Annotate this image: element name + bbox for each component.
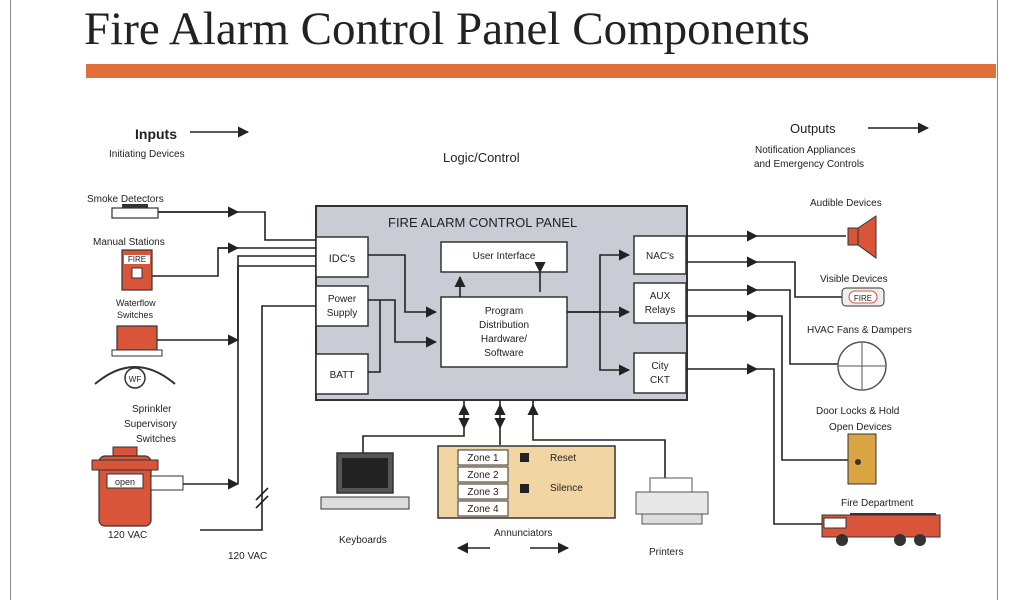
sprinkler-label-line2: Supervisory bbox=[124, 419, 177, 430]
waterflow-label-line2: Switches bbox=[117, 310, 154, 320]
nac-box bbox=[633, 235, 687, 275]
inputs-heading: Inputs bbox=[135, 126, 177, 142]
title-underline-bar bbox=[86, 64, 996, 78]
city-circuit-label-line2: CKT bbox=[650, 375, 670, 386]
silence-label: Silence bbox=[550, 483, 583, 494]
smoke-detectors-label: Smoke Detectors bbox=[87, 194, 164, 205]
computer-terminal-icon bbox=[320, 452, 410, 510]
outputs-subheading-line2: and Emergency Controls bbox=[754, 159, 864, 170]
strobe-light-icon bbox=[841, 287, 885, 307]
hvac-label: HVAC Fans & Dampers bbox=[807, 325, 912, 336]
user-interface-box bbox=[440, 241, 568, 273]
waterflow-switch-icon bbox=[94, 325, 176, 389]
outputs-heading: Outputs bbox=[790, 121, 836, 136]
left-page-edge bbox=[10, 0, 11, 600]
idc-label: IDC's bbox=[329, 253, 356, 265]
reset-indicator-icon bbox=[520, 453, 529, 462]
reset-label: Reset bbox=[550, 453, 576, 464]
nac-label: NAC's bbox=[646, 251, 674, 262]
horn-icon bbox=[847, 215, 877, 259]
wf-tag-label: WF bbox=[129, 375, 142, 384]
door-locks-label-line2: Open Devices bbox=[829, 422, 892, 433]
output-wiring bbox=[686, 230, 848, 525]
open-tag-label: open bbox=[115, 477, 135, 487]
input-wiring bbox=[152, 206, 316, 531]
door-lock-icon bbox=[847, 433, 877, 485]
sprinkler-label-line1: Sprinkler bbox=[132, 404, 172, 415]
zone-4-label: Zone 4 bbox=[467, 504, 499, 515]
power-supply-label-line1: Power bbox=[328, 294, 357, 305]
aux-relays-box bbox=[633, 282, 687, 324]
keyboards-label: Keyboards bbox=[339, 535, 387, 546]
power-supply-box bbox=[315, 285, 369, 327]
zone-3-box bbox=[457, 483, 509, 500]
logic-heading: Logic/Control bbox=[443, 150, 520, 165]
zone-1-box bbox=[457, 449, 509, 466]
silence-indicator-icon bbox=[520, 484, 529, 493]
sprinkler-valve-icon bbox=[91, 446, 184, 527]
fire-department-label: Fire Department bbox=[841, 498, 913, 509]
aux-relays-label-line1: AUX bbox=[650, 291, 671, 302]
program-label-line1: Program bbox=[485, 306, 523, 317]
zone-2-box bbox=[457, 466, 509, 483]
fire-sign-label: FIRE bbox=[854, 294, 872, 303]
crt-label: CRT bbox=[357, 468, 373, 477]
manual-stations-label: Manual Stations bbox=[93, 237, 165, 248]
city-circuit-box bbox=[633, 352, 687, 394]
audible-devices-label: Audible Devices bbox=[810, 198, 882, 209]
peripheral-wiring bbox=[362, 400, 666, 554]
battery-box bbox=[315, 353, 369, 395]
annunciators-label: Annunciators bbox=[494, 528, 552, 539]
vac-label-b: 120 VAC bbox=[228, 551, 267, 562]
user-interface-label: User Interface bbox=[473, 251, 536, 262]
sprinkler-label-line3: Switches bbox=[136, 434, 176, 445]
zone-1-label: Zone 1 bbox=[467, 453, 499, 464]
page-title: Fire Alarm Control Panel Components bbox=[84, 3, 810, 55]
control-panel-title: FIRE ALARM CONTROL PANEL bbox=[388, 215, 577, 230]
printers-label: Printers bbox=[649, 547, 683, 558]
program-label-line4: Software bbox=[484, 348, 524, 359]
manual-pull-station-icon bbox=[121, 249, 153, 291]
idc-box bbox=[315, 236, 369, 278]
vac-label-a: 120 VAC bbox=[108, 530, 147, 541]
waterflow-label-line1: Waterflow bbox=[116, 298, 156, 308]
zone-4-box bbox=[457, 500, 509, 517]
program-box bbox=[440, 296, 568, 368]
panel-internal-wiring bbox=[368, 249, 631, 376]
smoke-detector-icon bbox=[111, 204, 159, 219]
battery-label: BATT bbox=[330, 370, 355, 381]
zone-3-label: Zone 3 bbox=[467, 487, 499, 498]
hvac-fan-icon bbox=[837, 341, 887, 391]
outputs-subheading-line1: Notification Appliances bbox=[755, 145, 856, 156]
right-page-edge bbox=[997, 0, 998, 600]
printer-icon bbox=[635, 477, 709, 525]
power-supply-label-line2: Supply bbox=[327, 308, 358, 319]
program-label-line2: Distribution bbox=[479, 320, 529, 331]
door-locks-label-line1: Door Locks & Hold bbox=[816, 406, 899, 417]
fire-truck-icon bbox=[821, 513, 941, 546]
inputs-subheading: Initiating Devices bbox=[109, 149, 185, 160]
city-circuit-label-line1: City bbox=[651, 361, 668, 372]
zone-2-label: Zone 2 bbox=[467, 470, 499, 481]
visible-devices-label: Visible Devices bbox=[820, 274, 888, 285]
aux-relays-label-line2: Relays bbox=[645, 305, 676, 316]
program-label-line3: Hardware/ bbox=[481, 334, 527, 345]
fire-tag-label: FIRE bbox=[128, 255, 146, 264]
